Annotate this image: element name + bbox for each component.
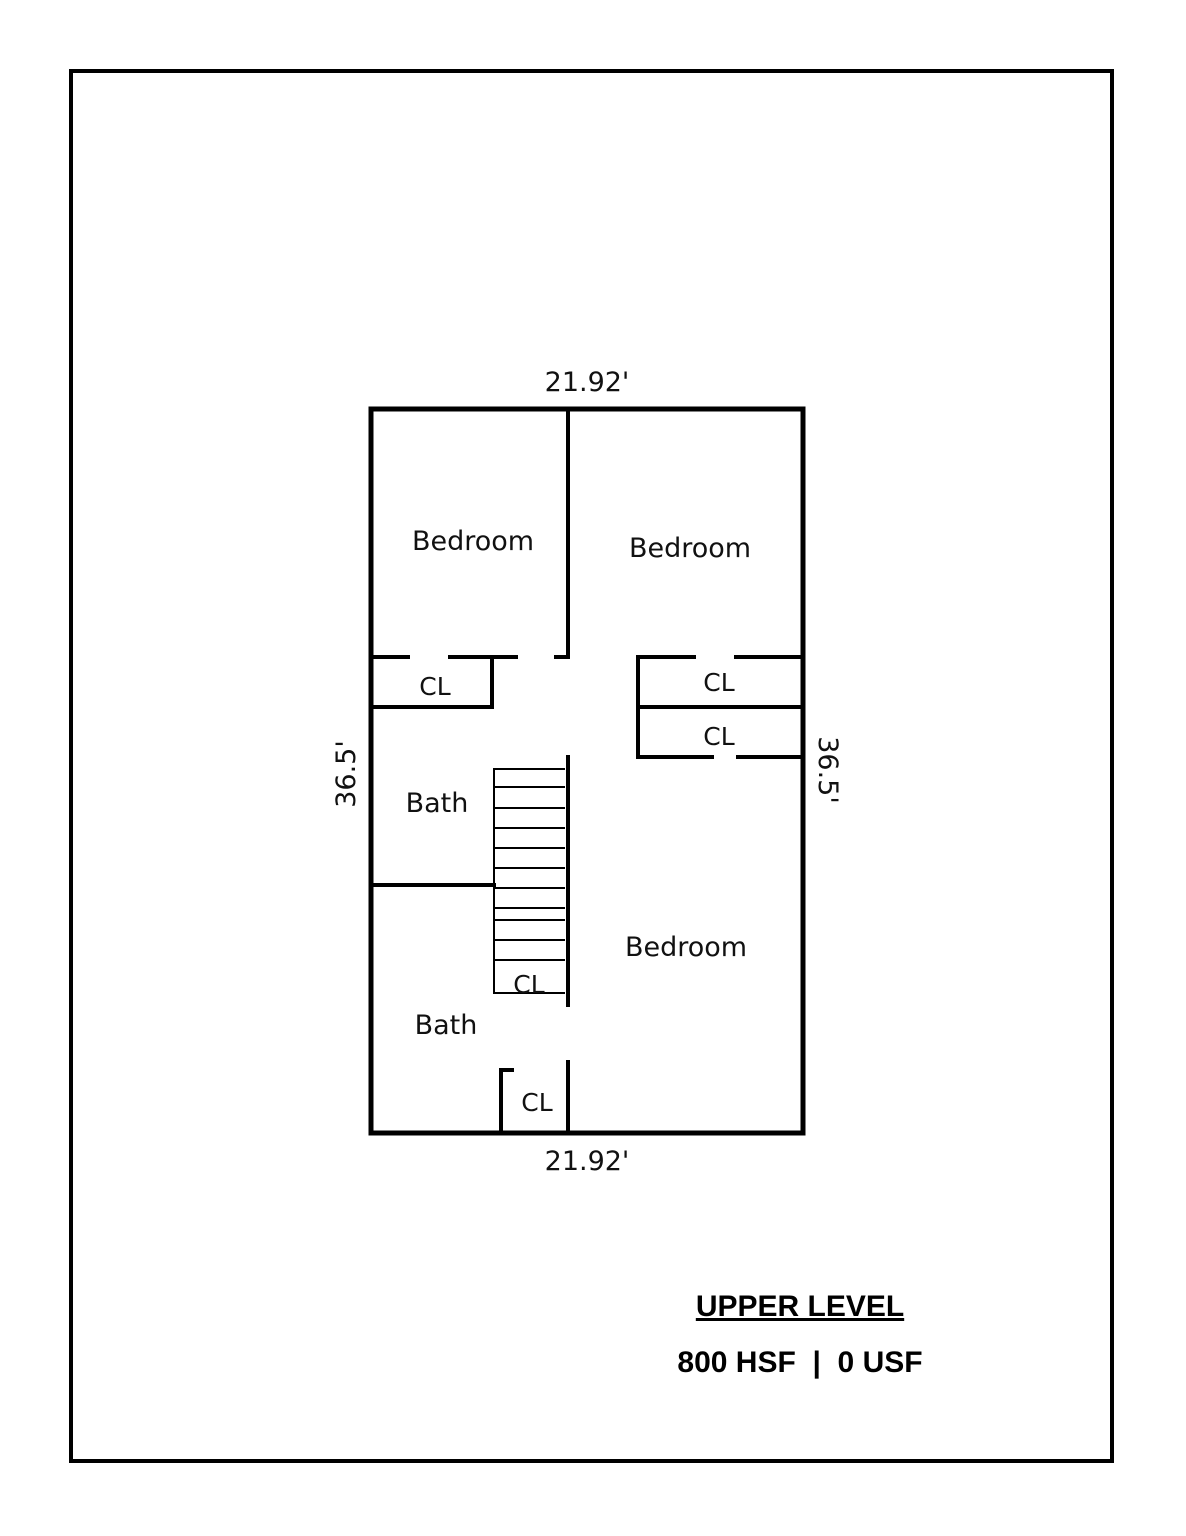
outer-walls [368, 406, 806, 1136]
closet-label-stairs: CL [513, 970, 544, 999]
dimension-bottom: 21.92' [545, 1146, 630, 1177]
page-border [69, 69, 1114, 1463]
room-label-bedroom-top-right: Bedroom [629, 533, 751, 564]
room-label-bedroom-top-left: Bedroom [412, 526, 534, 557]
closet-label-left: CL [419, 672, 450, 701]
closet-label-right-lower: CL [703, 722, 734, 751]
closet-label-bottom: CL [521, 1088, 552, 1117]
dimension-left: 36.5' [331, 740, 362, 808]
dimension-right: 36.5' [812, 736, 843, 804]
room-label-bath-upper: Bath [406, 788, 469, 819]
level-title: UPPER LEVEL [695, 1290, 905, 1323]
area-summary: 800 HSF | 0 USF [677, 1346, 923, 1379]
room-label-bath-lower: Bath [415, 1010, 478, 1041]
dimension-top: 21.92' [545, 367, 630, 398]
room-label-bedroom-bottom-right: Bedroom [625, 932, 747, 963]
closet-label-right-upper: CL [703, 668, 734, 697]
staircase [493, 768, 565, 994]
